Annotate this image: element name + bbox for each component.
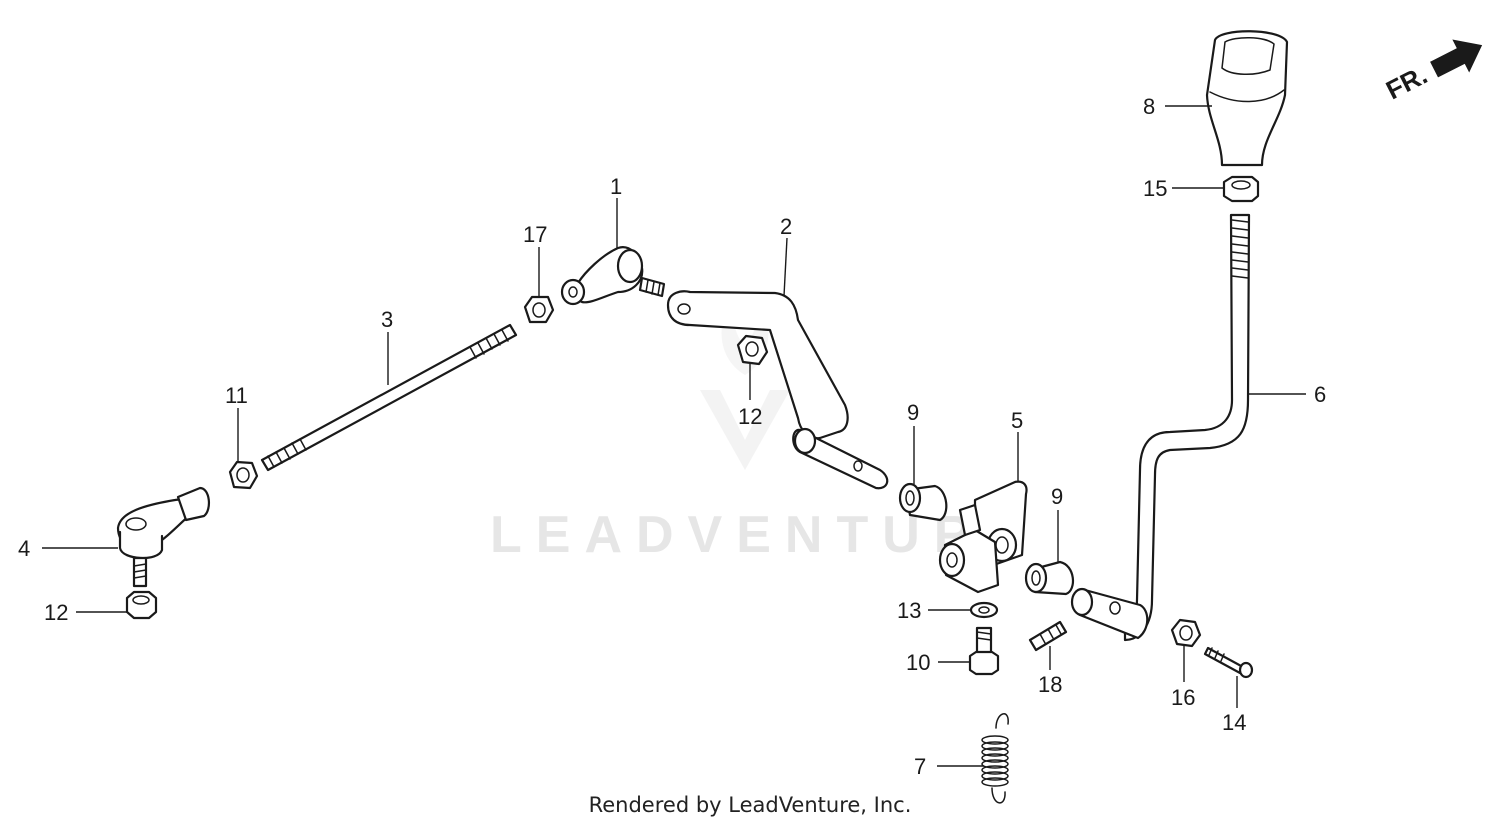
part-1-ball-joint	[560, 246, 666, 306]
part-15-nut	[1222, 175, 1260, 203]
callout-15: 15	[1143, 176, 1167, 201]
part-14-bolt	[1203, 646, 1254, 679]
front-direction-marker: FR.	[1381, 39, 1483, 106]
part-6-shift-lever	[1070, 213, 1251, 642]
part-9-bushing-left	[898, 482, 948, 522]
part-5-pivot-bracket	[938, 480, 1028, 594]
part-12-nut-upper	[736, 334, 769, 366]
leader-lines	[42, 105, 1306, 767]
part-16-nut	[1170, 618, 1202, 648]
callout-1: 1	[610, 174, 622, 199]
front-label: FR.	[1381, 60, 1432, 106]
callout-14: 14	[1222, 710, 1246, 735]
part-17-nut	[523, 295, 555, 324]
part-18-spring-pin	[1028, 620, 1068, 652]
callout-10: 10	[906, 650, 930, 675]
part-8-shift-knob	[1205, 30, 1289, 167]
callout-6: 6	[1314, 382, 1326, 407]
part-11-nut	[228, 460, 259, 490]
callout-16: 16	[1171, 685, 1195, 710]
callout-12-lower: 12	[44, 600, 68, 625]
part-3-threaded-rod	[260, 323, 518, 472]
part-4-ball-joint	[116, 486, 210, 588]
callout-4: 4	[18, 536, 30, 561]
part-2-shift-arm	[666, 290, 889, 490]
callout-3: 3	[381, 307, 393, 332]
callout-17: 17	[523, 222, 547, 247]
callout-7: 7	[914, 754, 926, 779]
part-10-shoulder-bolt	[968, 626, 1000, 676]
callout-5: 5	[1011, 408, 1023, 433]
part-9-bushing-right	[1024, 560, 1074, 596]
callout-12-upper: 12	[738, 404, 762, 429]
callout-9-left: 9	[907, 400, 919, 425]
callout-2: 2	[780, 214, 792, 239]
callout-13: 13	[897, 598, 921, 623]
part-13-washer	[969, 601, 999, 619]
part-7-return-spring	[981, 713, 1009, 804]
callout-8: 8	[1143, 94, 1155, 119]
callout-11: 11	[225, 383, 248, 408]
render-credit: Rendered by LeadVenture, Inc.	[588, 793, 912, 817]
callout-labels: 1 2 3 4 5 6 7 8 9 9 10 11 12 12 13 14 15…	[18, 94, 1326, 779]
front-arrow-icon	[1430, 39, 1483, 78]
callout-18: 18	[1038, 672, 1062, 697]
callout-9-right: 9	[1051, 484, 1063, 509]
part-12-nut-lower	[125, 590, 158, 620]
